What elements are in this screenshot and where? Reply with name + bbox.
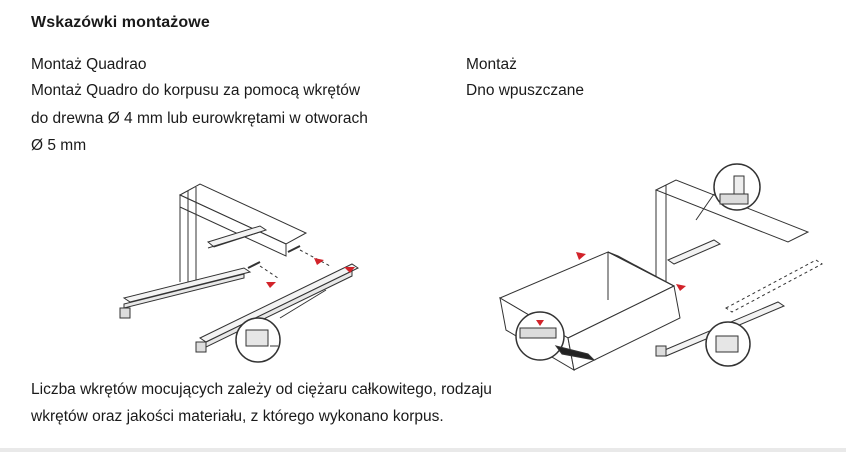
footer-text-line: wkrętów oraz jakości materiału, z któreg… [31, 408, 444, 425]
page-title: Wskazówki montażowe [31, 14, 210, 31]
left-text-line: do drewna Ø 4 mm lub eurowkrętami w otwo… [31, 110, 368, 127]
inset-bottom-illustration [498, 163, 823, 371]
left-text-line: Montaż Quadro do korpusu za pomocą wkręt… [31, 82, 361, 99]
bottom-divider [0, 448, 846, 452]
right-text-line: Dno wpuszczane [466, 82, 585, 99]
left-text-line: Ø 5 mm [31, 137, 87, 154]
left-heading: Montaż Quadrao [31, 56, 147, 73]
runner-mounting-illustration [119, 183, 360, 363]
footer-text-line: Liczba wkrętów mocujących zależy od cięż… [31, 381, 492, 398]
right-heading: Montaż [466, 56, 517, 73]
